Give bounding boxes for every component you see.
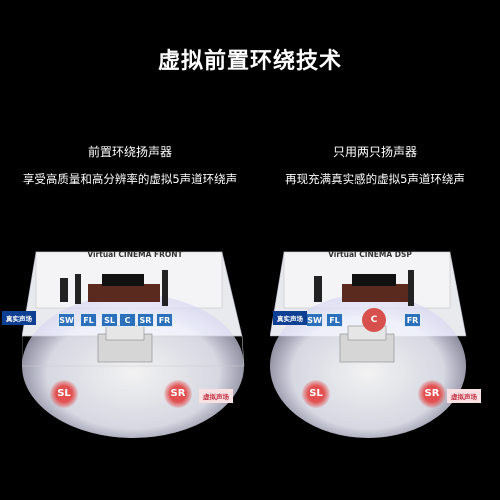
right-real-field-tag: 真实声场 [273,311,307,325]
right-room-label: Virtual CINEMA DSP [328,250,412,259]
left-virtual-field-tag: 虚拟声场 [199,389,233,403]
left-room-illustration [22,251,245,438]
virtual-speaker-sr: SR [164,380,192,408]
right-subtitle: 再现充满真实感的虚拟5声道环绕声 [285,172,465,186]
virtual-speaker-sl: SL [50,380,78,408]
left-subtitle: 享受高质量和高分辨率的虚拟5声道环绕声 [22,172,238,186]
chip-sl: SL [101,313,118,327]
chip-fr: FR [156,313,173,327]
left-real-field-tag: 真实声场 [2,311,36,325]
right-room-illustration [270,251,467,438]
left-room-diagram: Virtual CINEMA FRONT SW FL SL C SR FR SL… [22,240,248,440]
chip-fr-right: FR [404,313,421,327]
right-room-diagram: Virtual CINEMA DSP SW FL C FR SL SR [270,240,496,440]
left-heading: 前置环绕扬声器 [87,145,172,159]
virtual-speaker-sr-right: SR [418,380,446,408]
chip-sw: SW [58,313,75,327]
chip-c: C [119,313,136,327]
chip-fl-right: FL [326,313,343,327]
right-heading: 只用两只扬声器 [332,145,417,159]
chip-c-right: C [362,308,386,332]
chip-fl: FL [80,313,97,327]
page-title: 虚拟前置环绕技术 [157,49,342,74]
left-room-label: Virtual CINEMA FRONT [87,250,183,259]
chip-sw-right: SW [306,313,323,327]
right-virtual-field-tag: 虚拟声场 [447,389,481,403]
virtual-speaker-sl-right: SL [302,380,330,408]
chip-sr: SR [137,313,154,327]
